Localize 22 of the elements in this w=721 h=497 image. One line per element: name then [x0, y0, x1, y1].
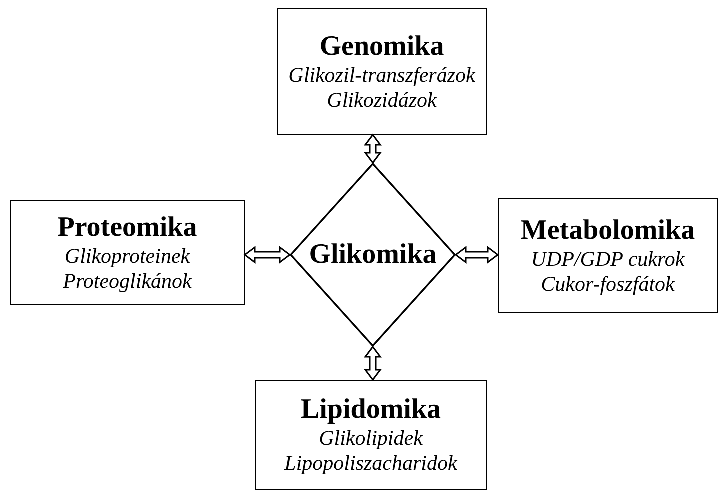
box-item: Glikoproteinek — [64, 244, 190, 268]
double-arrow — [454, 246, 500, 264]
box-heading: Glikomika — [309, 239, 437, 271]
box-item: Lipopoliszacharidok — [284, 451, 458, 476]
double-arrow — [364, 134, 382, 164]
double-arrow — [244, 246, 292, 264]
decision-diamond — [290, 163, 456, 347]
box-heading: Genomika — [320, 30, 444, 62]
box-heading: Metabolomika — [520, 214, 696, 246]
process-box — [10, 200, 245, 305]
box-item: Proteoglikánok — [63, 268, 192, 294]
double-arrow — [364, 346, 382, 382]
box-heading: Lipidomika — [300, 394, 442, 426]
process-box — [277, 8, 487, 135]
process-box — [498, 198, 718, 313]
box-item: Glikozil-transzferázok — [288, 62, 476, 88]
box-item: Glikozidázok — [327, 88, 437, 112]
box-heading: Proteomika — [58, 212, 198, 244]
process-box — [255, 380, 487, 490]
box-item: UDP/GDP cukrok — [531, 246, 685, 272]
box-item: Cukor-foszfátok — [541, 272, 675, 296]
box-item: Glikolipidek — [319, 426, 423, 451]
